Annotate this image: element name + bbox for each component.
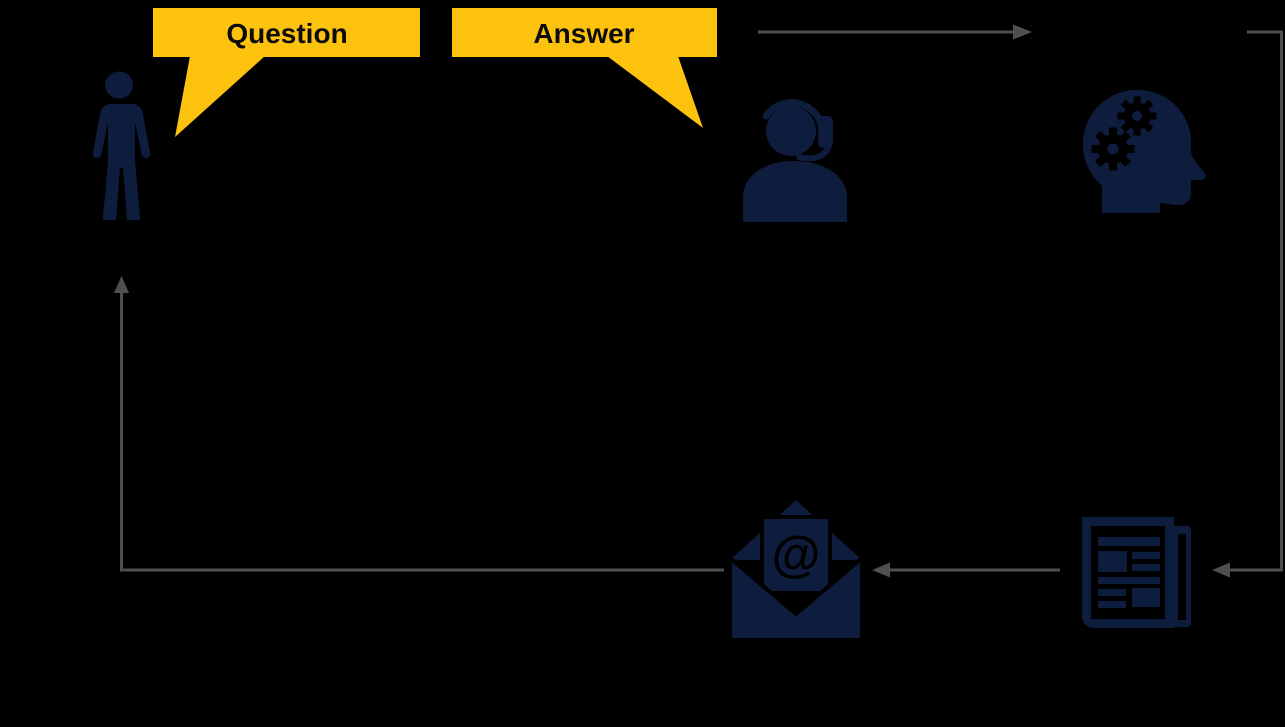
at-symbol: @ <box>772 526 821 582</box>
agent-head <box>766 106 816 156</box>
question-bubble: Question <box>153 8 420 137</box>
envelope-body <box>728 553 864 642</box>
gear-icon <box>1117 96 1157 136</box>
arrowhead-right-icon <box>1013 24 1032 40</box>
arrow-agent-to-processing <box>758 24 1032 40</box>
answer-bubble-tail <box>607 56 703 128</box>
question-bubble-box <box>153 8 420 57</box>
arrow-newspaper-to-email <box>872 562 1060 578</box>
arrow-line <box>120 291 724 572</box>
envelope-letter <box>760 515 832 595</box>
arrowhead-up-icon <box>114 276 129 293</box>
newspaper-icon <box>1082 517 1191 628</box>
answer-bubble: Answer <box>452 8 717 128</box>
gear-hole <box>1107 143 1119 155</box>
arrow-line <box>1230 30 1283 572</box>
support-agent-headset-icon <box>743 99 847 222</box>
envelope-at-email-icon: @ <box>728 500 864 642</box>
agent-torso <box>743 161 847 222</box>
gear-hole <box>1132 111 1142 121</box>
newspaper-content-lines <box>1098 537 1160 608</box>
question-label: Question <box>226 18 347 49</box>
head-with-gears-icon <box>1082 89 1206 213</box>
arrow-processing-to-newspaper <box>1212 30 1283 578</box>
arrow-email-to-person <box>114 276 724 572</box>
answer-label: Answer <box>533 18 634 49</box>
headset-earpiece-icon <box>818 116 833 148</box>
person-body <box>92 104 151 220</box>
question-bubble-tail <box>175 56 265 137</box>
arrowhead-left-icon <box>1212 562 1230 578</box>
newspaper-fold-inner <box>1178 534 1186 620</box>
headset-mic-icon <box>796 142 832 162</box>
gear-icon <box>1091 127 1135 171</box>
person-icon <box>92 71 151 220</box>
arrowhead-left-icon <box>872 562 890 578</box>
thinking-head-silhouette <box>1082 89 1206 213</box>
headset-band-icon <box>762 99 825 128</box>
person-head <box>105 71 133 99</box>
answer-bubble-box <box>452 8 717 57</box>
